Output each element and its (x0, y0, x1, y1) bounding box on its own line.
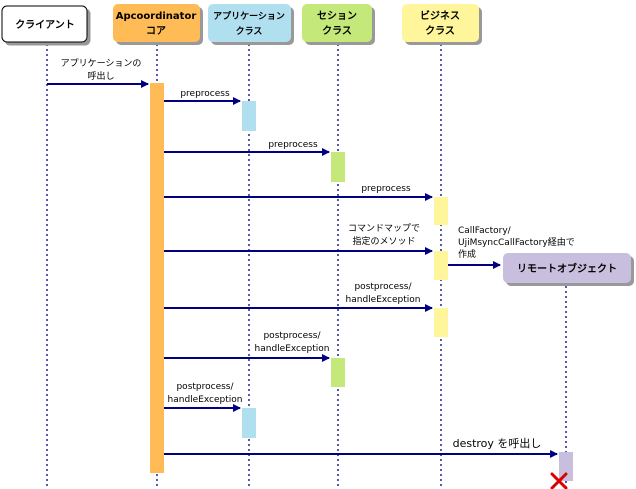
message-create-remote-line2: UjiMsyncCallFactory経由で (458, 236, 575, 248)
participant-core-label-2: コア (146, 25, 166, 37)
participant-app: アプリケーション クラス (208, 4, 291, 42)
message-command-map-line1: コマンドマップで (348, 223, 420, 234)
message-preprocess-session: preprocess (268, 140, 318, 150)
activation-session-1 (331, 152, 345, 182)
message-preprocess-app: preprocess (180, 89, 230, 99)
message-call-application-line1: アプリケーションの (61, 58, 142, 69)
activation-app-2 (242, 408, 256, 438)
participant-app-label-1: アプリケーション (213, 10, 285, 22)
activation-core (150, 83, 164, 473)
message-postprocess-session-line2: handleException (255, 344, 330, 354)
activation-remote (559, 452, 573, 481)
message-create-remote-line1: CallFactory/ (458, 226, 512, 236)
activation-business-2 (434, 251, 448, 280)
activation-app-1 (242, 101, 256, 131)
participant-session: セション クラス (302, 4, 372, 42)
activation-business-1 (434, 197, 448, 225)
activation-business-3 (434, 308, 448, 337)
message-create-remote-line3: 作成 (458, 248, 476, 260)
message-postprocess-app-line1: postprocess/ (176, 382, 234, 392)
message-call-application-line2: 呼出し (87, 70, 114, 82)
activations (150, 83, 573, 481)
participant-client-label: クライアント (15, 19, 75, 31)
message-postprocess-business-line2: handleException (346, 295, 421, 305)
message-command-map-line2: 指定のメソッド (352, 235, 415, 247)
destroy-x-icon (550, 472, 568, 489)
participant-remote: リモートオブジェクト (503, 253, 631, 283)
message-destroy: destroy を呼出し (453, 436, 542, 450)
participant-business-label-1: ビジネス (420, 9, 460, 22)
participant-app-label-2: クラス (236, 26, 263, 37)
lifelines (46, 44, 567, 489)
participant-business-label-2: クラス (425, 25, 455, 37)
participant-client: クライアント (1, 5, 88, 43)
message-postprocess-session-line1: postprocess/ (263, 331, 321, 341)
message-preprocess-business: preprocess (361, 184, 411, 194)
participant-core: Apcoordinator コア (113, 4, 200, 42)
activation-session-2 (331, 358, 345, 387)
participant-session-label-2: クラス (322, 25, 352, 37)
message-postprocess-app-line2: handleException (168, 395, 243, 405)
participant-session-label-1: セション (317, 10, 357, 22)
participant-core-label-1: Apcoordinator (116, 11, 197, 22)
message-postprocess-business-line1: postprocess/ (354, 282, 412, 292)
participant-remote-label: リモートオブジェクト (517, 262, 617, 275)
participant-business: ビジネス クラス (402, 4, 479, 42)
